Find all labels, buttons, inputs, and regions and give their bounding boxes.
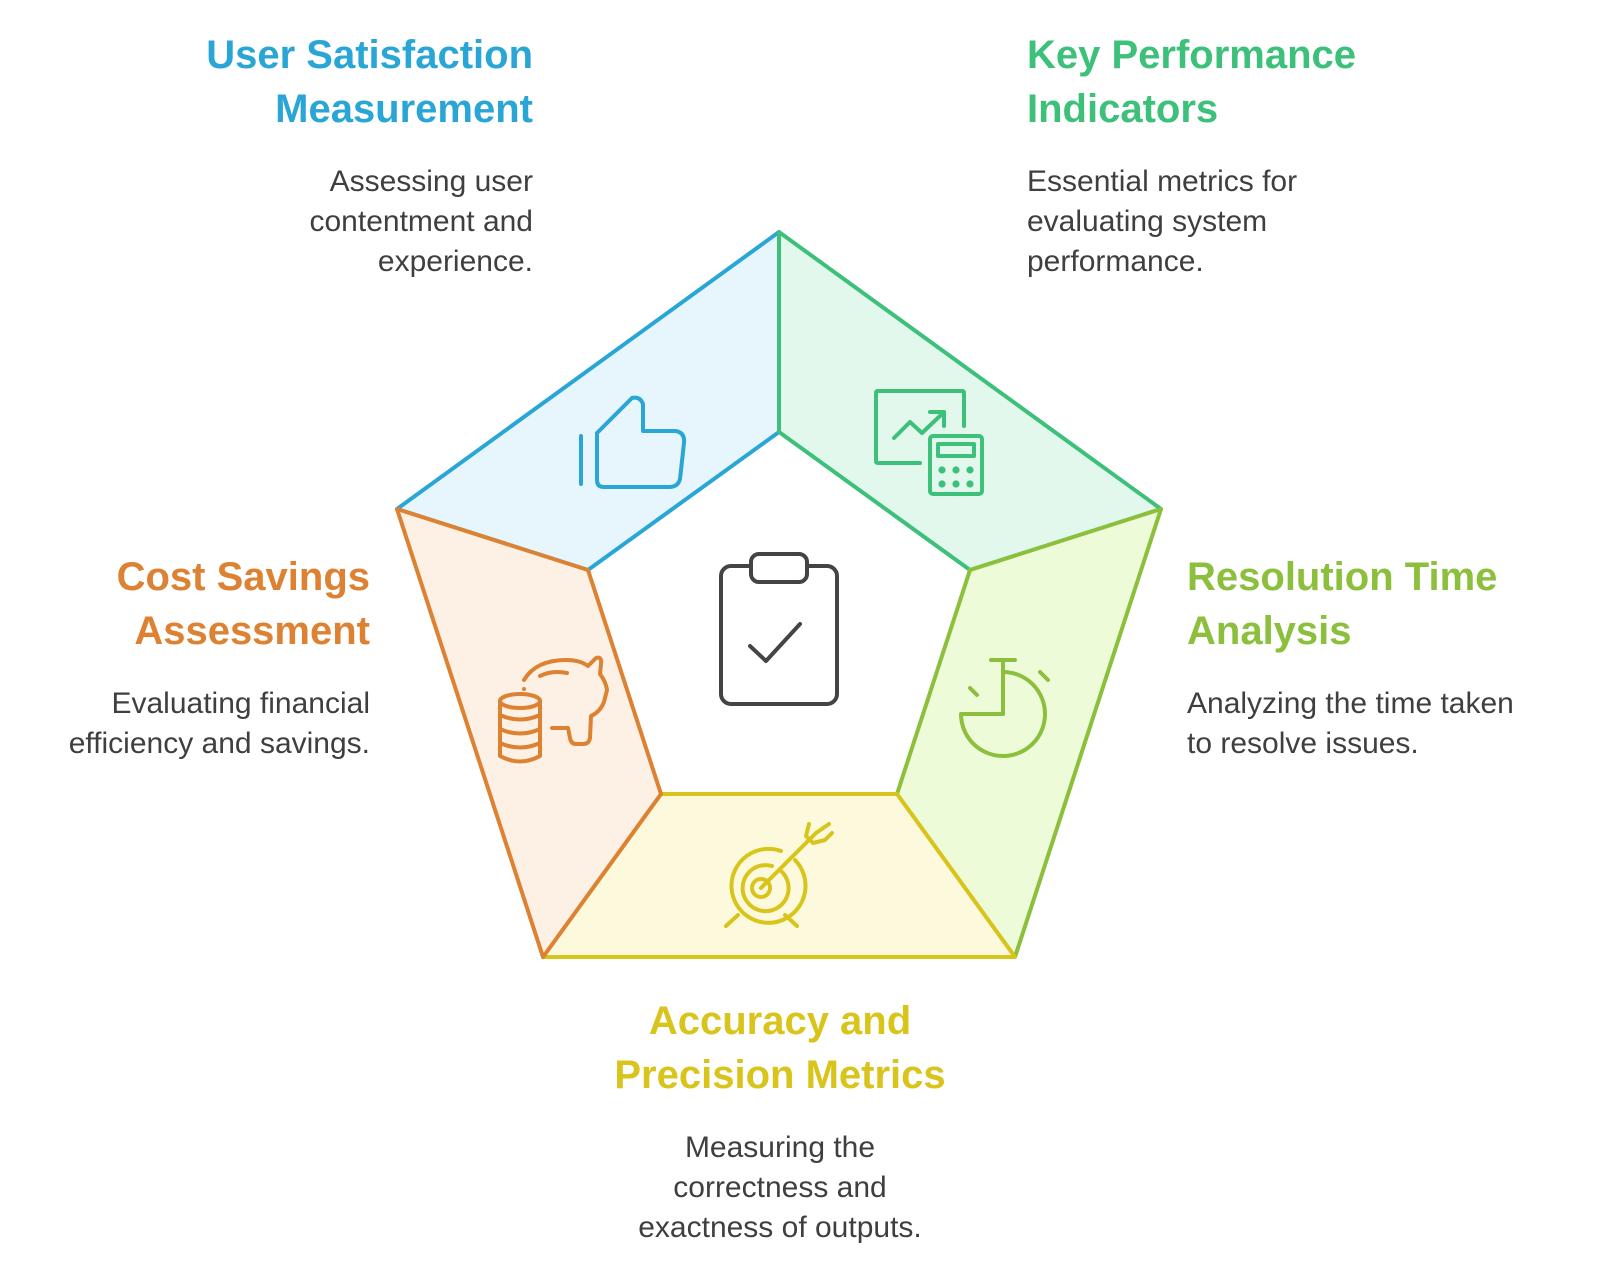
- title-accuracy: Accuracy and Precision Metrics: [560, 994, 1000, 1102]
- desc-line: to resolve issues.: [1187, 727, 1419, 760]
- desc-line: efficiency and savings.: [68, 727, 370, 760]
- title-cost-savings: Cost Savings Assessment: [0, 550, 370, 658]
- desc-line: contentment and: [309, 205, 534, 238]
- title-line: Precision Metrics: [614, 1053, 946, 1097]
- desc-line: evaluating system: [1027, 205, 1268, 238]
- desc-line: Analyzing the time taken: [1187, 687, 1514, 720]
- desc-line: performance.: [1027, 245, 1204, 278]
- thumbs-up-icon: [579, 395, 687, 489]
- segment-user-satisfaction: [395, 230, 781, 572]
- desc-line: Assessing user: [329, 165, 533, 198]
- desc-line: Essential metrics for: [1027, 165, 1298, 198]
- desc-accuracy: Measuring the correctness and exactness …: [560, 1128, 1000, 1248]
- title-user-satisfaction: User Satisfaction Measurement: [113, 28, 533, 136]
- title-line: User Satisfaction: [206, 33, 533, 77]
- title-line: Cost Savings: [116, 555, 370, 599]
- title-line: Assessment: [134, 609, 370, 653]
- title-resolution-time: Resolution Time Analysis: [1187, 550, 1587, 658]
- title-line: Accuracy and: [648, 999, 912, 1043]
- clipboard-check-icon: [719, 552, 839, 706]
- title-line: Measurement: [275, 87, 533, 131]
- title-line: Indicators: [1027, 87, 1219, 131]
- label-accuracy: Accuracy and Precision Metrics Measuring…: [560, 994, 1000, 1248]
- title-line: Resolution Time: [1187, 555, 1498, 599]
- piggy-bank-icon: [498, 655, 609, 764]
- label-cost-savings: Cost Savings Assessment Evaluating finan…: [0, 550, 370, 764]
- desc-key-performance: Essential metrics for evaluating system …: [1027, 162, 1457, 282]
- target-icon: [724, 822, 834, 928]
- desc-resolution-time: Analyzing the time taken to resolve issu…: [1187, 684, 1587, 764]
- desc-cost-savings: Evaluating financial efficiency and savi…: [0, 684, 370, 764]
- desc-user-satisfaction: Assessing user contentment and experienc…: [113, 162, 534, 282]
- label-resolution-time: Resolution Time Analysis Analyzing the t…: [1187, 550, 1587, 764]
- stopwatch-icon: [959, 658, 1050, 758]
- desc-line: Evaluating financial: [111, 687, 370, 720]
- label-key-performance: Key Performance Indicators Essential met…: [1027, 28, 1457, 282]
- title-line: Key Performance: [1027, 33, 1357, 77]
- desc-line: Measuring the: [684, 1131, 876, 1164]
- title-line: Analysis: [1187, 609, 1352, 653]
- desc-line: experience.: [377, 245, 533, 278]
- desc-line: correctness and: [673, 1171, 887, 1204]
- segment-key-performance: [777, 230, 1163, 572]
- title-key-performance: Key Performance Indicators: [1027, 28, 1457, 136]
- label-user-satisfaction: User Satisfaction Measurement Assessing …: [113, 28, 533, 282]
- desc-line: exactness of outputs.: [638, 1211, 922, 1244]
- chart-calculator-icon: [874, 389, 984, 496]
